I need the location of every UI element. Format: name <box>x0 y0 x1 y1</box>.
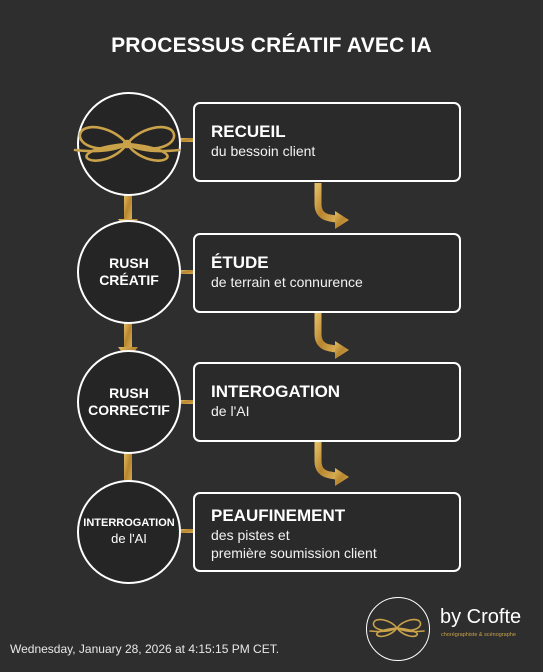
curved-arrow-1 <box>314 183 349 229</box>
step-1-title: RECUEIL <box>211 122 286 141</box>
knot-logo-icon <box>369 618 425 638</box>
brand-logo <box>366 597 430 661</box>
step-4-box: PEAUFINEMENT des pistes et première soum… <box>193 492 461 572</box>
step-2-circle-line-2: CRÉATIF <box>99 272 159 288</box>
step-4-text-2: première soumission client <box>211 545 377 561</box>
step-3-title: INTEROGATION <box>211 382 341 401</box>
footer-datetime: Wednesday, January 28, 2026 at 4:15:15 P… <box>10 642 280 656</box>
page-title: PROCESSUS CRÉATIF AVEC IA <box>111 34 432 57</box>
step-2-text: de terrain et connurence <box>211 274 363 290</box>
step-2-box: ÉTUDE de terrain et connurence <box>193 233 461 313</box>
step-4-circle-line-1: INTERROGATION <box>83 517 175 529</box>
step-1-text: du bessoin client <box>211 143 316 159</box>
connector-4 <box>178 529 194 533</box>
brand-tagline: chorégraphiste & scénographe <box>441 632 516 638</box>
step-4-title: PEAUFINEMENT <box>211 506 346 525</box>
step-2-circle: RUSH CRÉATIF <box>77 220 181 324</box>
curved-arrow-2 <box>314 312 349 359</box>
step-3-text: de l'AI <box>211 403 250 419</box>
step-2-circle-line-1: RUSH <box>109 254 149 271</box>
connector-1 <box>178 138 194 142</box>
step-4-text-1: des pistes et <box>211 527 290 543</box>
step-3-box: INTEROGATION de l'AI <box>193 362 461 442</box>
step-4-circle-line-2: de l'AI <box>111 530 147 546</box>
curved-arrow-3 <box>314 441 349 486</box>
knot-logo-icon <box>73 125 181 162</box>
brand-name: by Crofte <box>440 606 522 628</box>
step-3-circle: RUSH CORRECTIF <box>77 350 181 454</box>
connector-2 <box>178 270 194 274</box>
connector-3 <box>178 400 194 404</box>
step-1-circle <box>73 92 181 196</box>
step-3-circle-line-1: RUSH <box>109 384 149 401</box>
step-2-title: ÉTUDE <box>211 253 269 272</box>
step-3-circle-line-2: CORRECTIF <box>88 402 170 418</box>
step-1-box: RECUEIL du bessoin client <box>193 102 461 182</box>
step-4-circle: INTERROGATION de l'AI <box>77 480 181 584</box>
